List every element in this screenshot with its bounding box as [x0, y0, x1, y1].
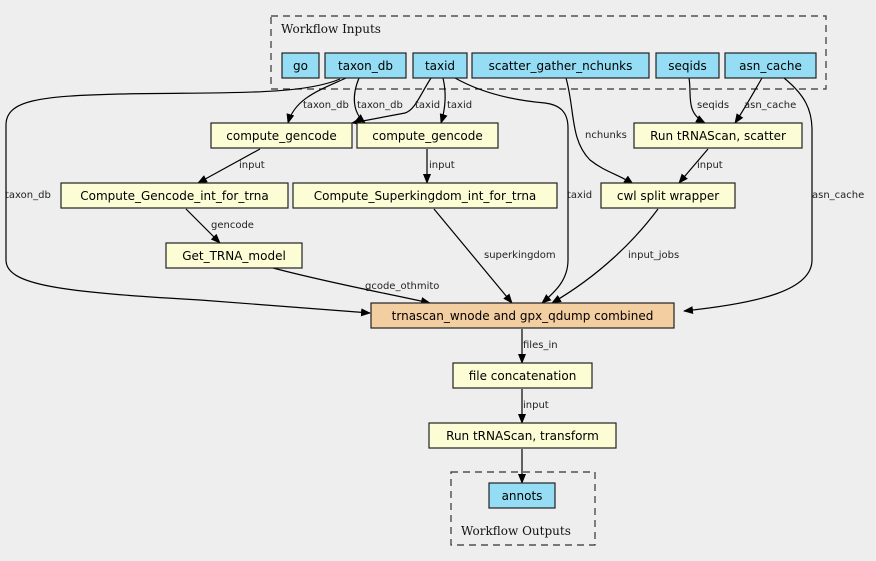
edge-label: taxid [447, 100, 472, 111]
edge-taxid-trnascan_combined [454, 77, 569, 304]
node-run_trnascan_scatter[interactable]: Run tRNAScan, scatter [633, 122, 803, 149]
workflow-outputs-cluster: Workflow Outputs [450, 471, 596, 546]
node-seqids[interactable]: seqids [655, 52, 720, 79]
edge-label: gcode_othmito [365, 281, 439, 292]
node-label: Compute_Gencode_int_for_trna [80, 189, 268, 203]
node-annots[interactable]: annots [488, 482, 556, 509]
edge-taxid-compute_gencode_2 [439, 77, 448, 124]
node-compute_gencode-1[interactable]: compute_gencode [210, 122, 353, 149]
node-label: seqids [668, 59, 706, 73]
node-label: annots [502, 489, 543, 503]
node-get_trna_model[interactable]: Get_TRNA_model [165, 242, 303, 269]
edge-label: taxid [415, 100, 440, 111]
edge-label: taxon_db [357, 100, 403, 111]
node-label: Get_TRNA_model [182, 249, 286, 263]
edge-label: superkingdom [484, 250, 556, 261]
node-compute_superkingdom_int_for_trna[interactable]: Compute_Superkingdom_int_for_trna [292, 182, 558, 209]
edge-nchunks-cwl_split_wrapper [565, 77, 634, 185]
edge-asn_cache-run_trnascan_scatter [734, 77, 763, 124]
node-compute_gencode-2[interactable]: compute_gencode [356, 122, 499, 149]
node-trnascan_combined[interactable]: trnascan_wnode and gpx_qdump combined [370, 302, 675, 329]
edge-label: asn_cache [812, 190, 864, 201]
node-label: compute_gencode [226, 129, 336, 143]
nodes: go taxon_db taxid scatter_gather_nchunks… [60, 52, 817, 509]
edge-label: taxid [567, 190, 592, 201]
node-label: asn_cache [739, 59, 802, 73]
edge-label: taxon_db [5, 190, 51, 201]
edge-label: input [239, 160, 265, 171]
edge-get_trna_model-trnascan_combined [272, 267, 431, 305]
workflow-outputs-label: Workflow Outputs [461, 524, 571, 538]
node-taxon_db[interactable]: taxon_db [324, 52, 407, 79]
node-label: Compute_Superkingdom_int_for_trna [314, 189, 537, 203]
node-scatter_gather_nchunks[interactable]: scatter_gather_nchunks [471, 52, 650, 79]
edge-compute_gencode_int-get_trna_model [185, 208, 221, 244]
workflow-inputs-label: Workflow Inputs [281, 22, 381, 36]
edge-label: input [523, 400, 549, 411]
node-label: taxid [425, 59, 455, 73]
edge-run_trnascan_scatter-cwl_split_wrapper [678, 148, 709, 184]
edge-taxid-compute_gencode_1 [351, 77, 432, 126]
edge-seqids-run_trnascan_scatter [688, 77, 706, 124]
edge-label: asn_cache [744, 100, 796, 111]
edge-label: input_jobs [628, 250, 679, 261]
node-label: Run tRNAScan, transform [446, 429, 599, 443]
edge-label: files_in [523, 340, 558, 351]
node-cwl_split_wrapper[interactable]: cwl split wrapper [600, 182, 736, 209]
workflow-inputs-cluster: Workflow Inputs [270, 15, 827, 90]
node-label: trnascan_wnode and gpx_qdump combined [392, 309, 654, 323]
node-compute_gencode_int_for_trna[interactable]: Compute_Gencode_int_for_trna [60, 182, 289, 209]
node-taxid[interactable]: taxid [412, 52, 468, 79]
edge-label: nchunks [585, 130, 627, 141]
node-run_trnascan_transform[interactable]: Run tRNAScan, transform [428, 422, 617, 449]
node-label: file concatenation [469, 369, 577, 383]
node-asn_cache[interactable]: asn_cache [724, 52, 817, 79]
node-label: taxon_db [338, 59, 393, 73]
node-go[interactable]: go [281, 52, 320, 79]
edge-label: gencode [211, 220, 254, 231]
edge-taxon_db-compute_gencode_1 [286, 77, 347, 124]
node-file_concatenation[interactable]: file concatenation [452, 362, 593, 389]
edge-taxon_db-trnascan_combined [5, 78, 371, 317]
edge-compute_superkingdom_int-trnascan_combined [433, 208, 513, 304]
node-label: cwl split wrapper [617, 189, 719, 203]
edge-label: input [697, 160, 723, 171]
edge-taxon_db-compute_gencode_2 [353, 77, 366, 124]
edge-label: input [429, 160, 455, 171]
edge-compute_gencode-compute_gencode_int [197, 148, 261, 184]
node-label: scatter_gather_nchunks [489, 59, 633, 73]
node-label: go [293, 59, 308, 73]
edge-label: seqids [697, 100, 729, 111]
edge-label: taxon_db [303, 100, 349, 111]
edge-cwl_split_wrapper-trnascan_combined [551, 208, 659, 304]
node-label: compute_gencode [372, 129, 482, 143]
edge-asn_cache-trnascan_combined [683, 77, 813, 315]
edges: taxon_db taxon_db taxid taxid seqids asn… [5, 77, 864, 484]
node-label: Run tRNAScan, scatter [650, 129, 786, 143]
